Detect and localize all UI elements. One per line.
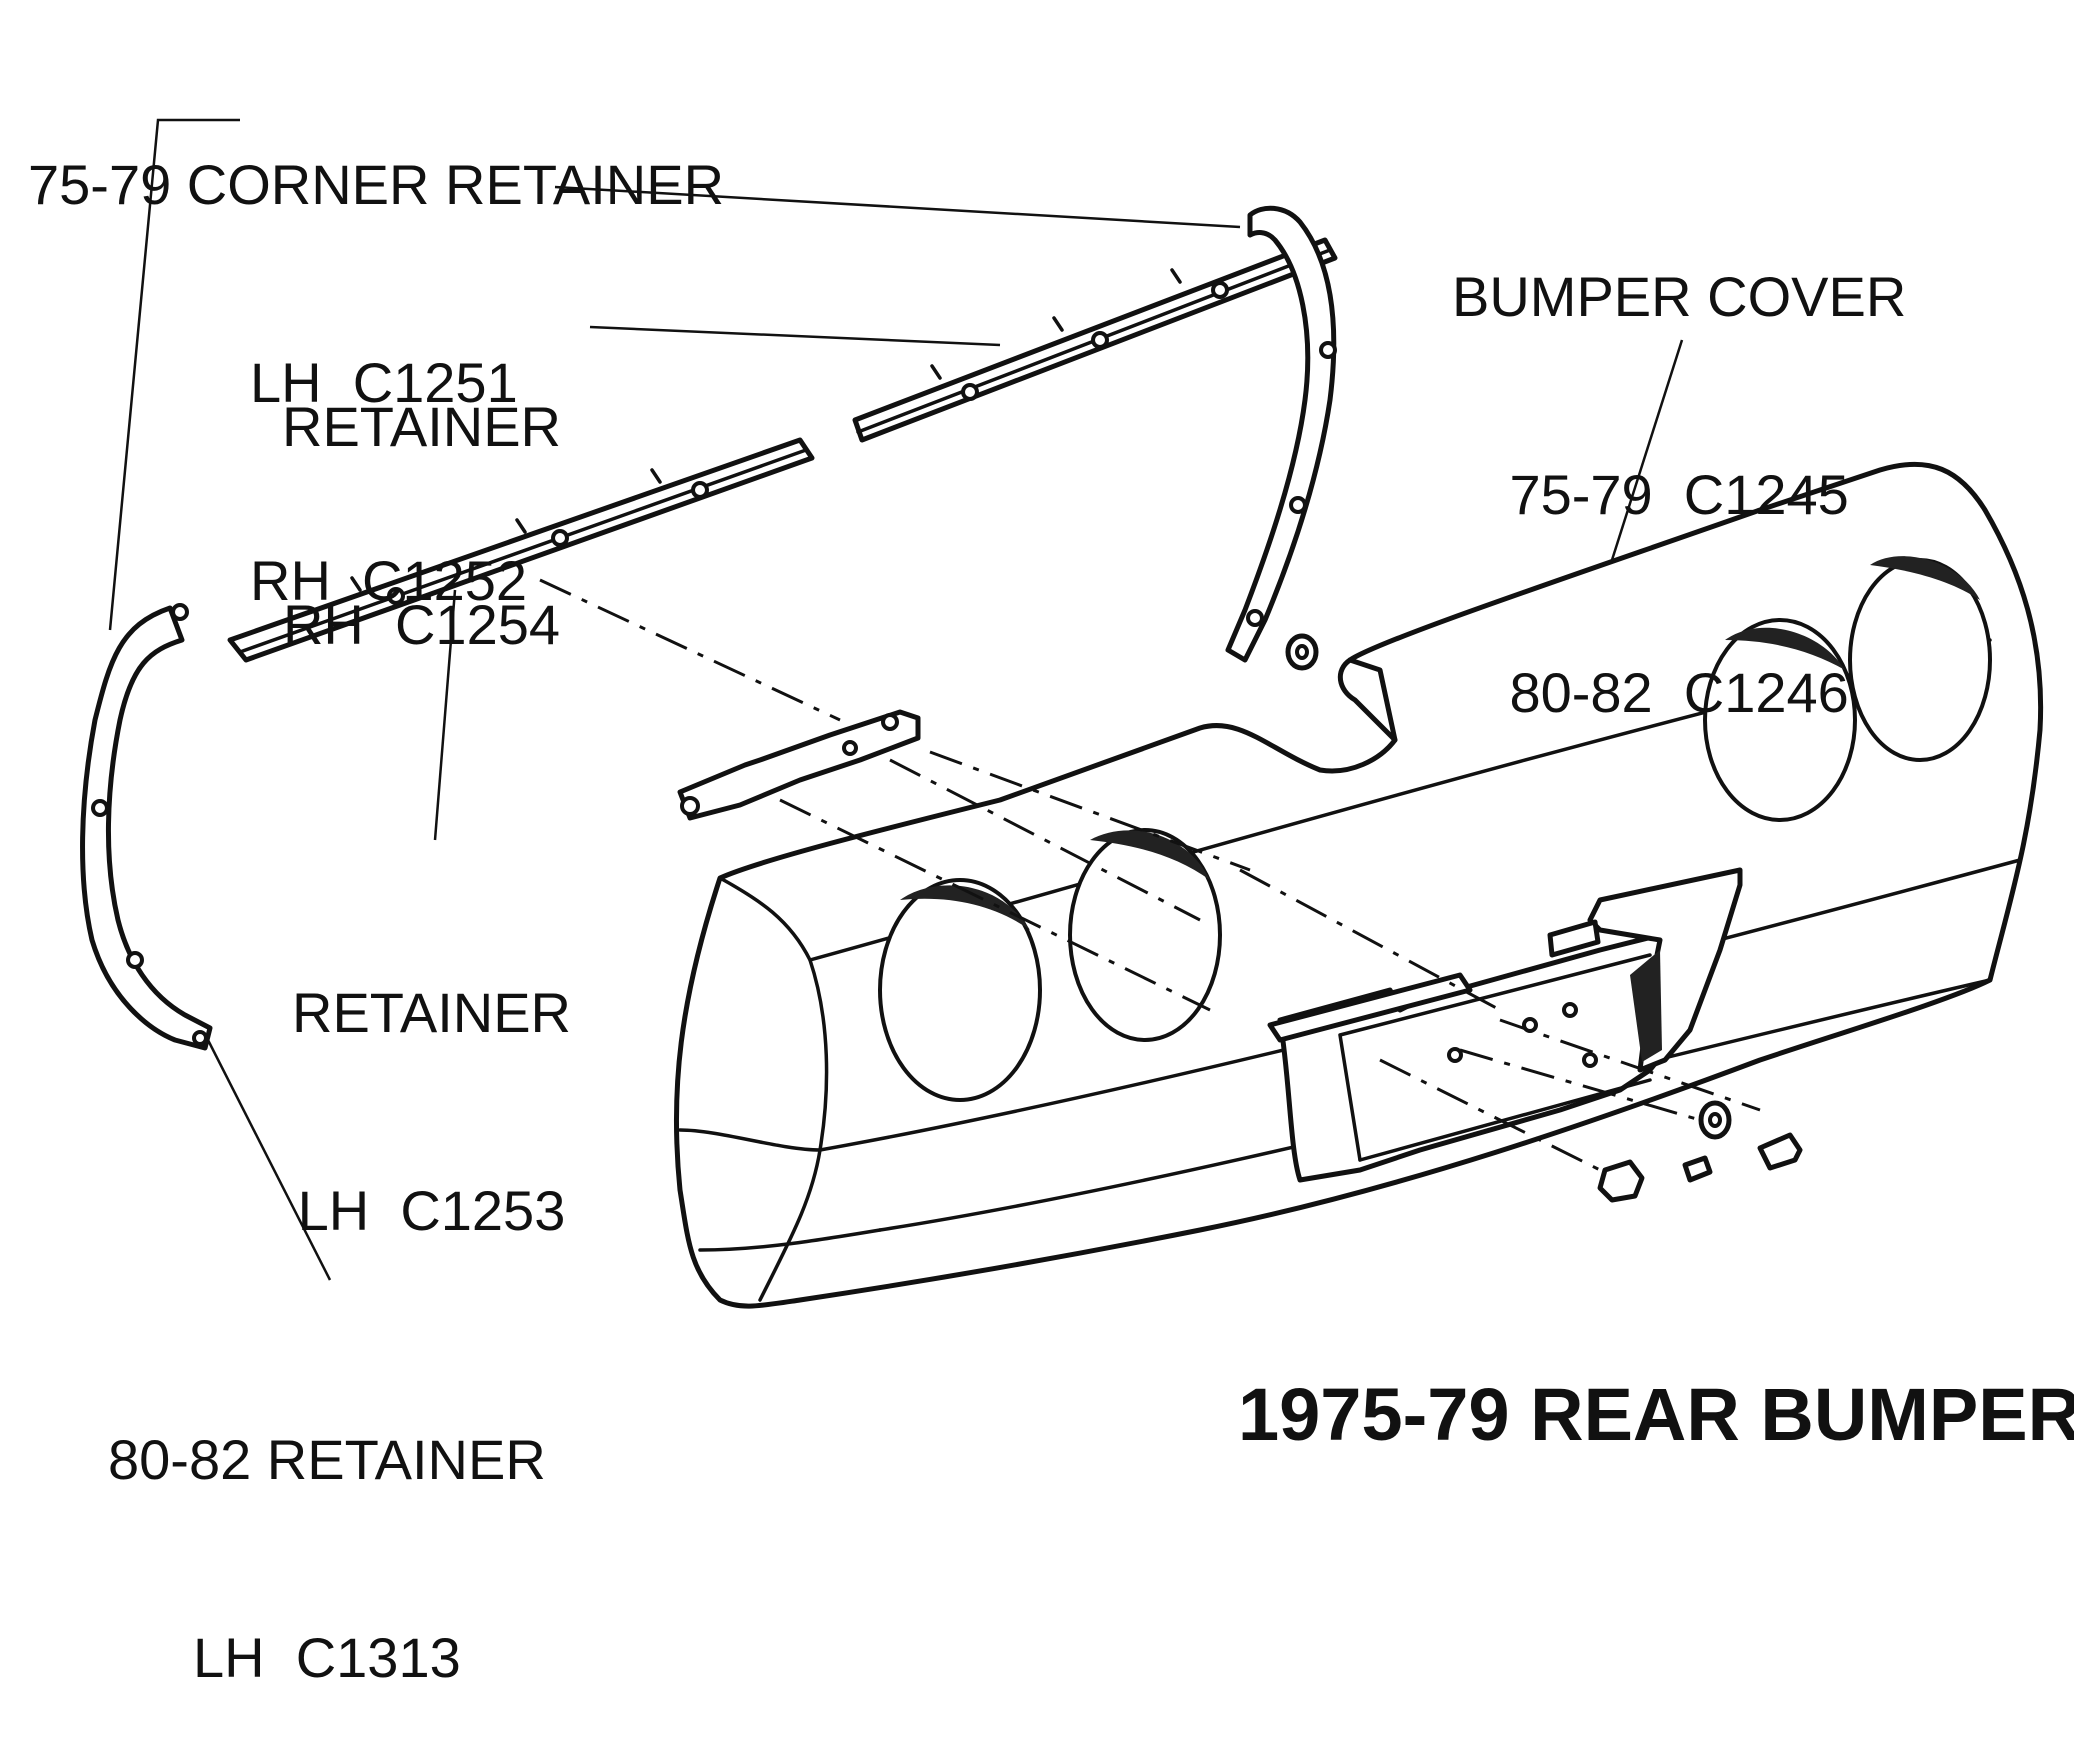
- bumper-cover: [673, 461, 2044, 1309]
- studs: [350, 468, 709, 605]
- label-retainer-80-82: 80-82 RETAINER LH C1313: [108, 1295, 546, 1757]
- alignment-lines: [539, 578, 1761, 1172]
- tail-light-opening: [1068, 828, 1222, 1042]
- leader-bumper-cover: [1610, 339, 1684, 561]
- label-retainer-80-82-line2: LH C1313: [193, 1626, 461, 1689]
- corner-retainer-rh: [1225, 205, 1337, 663]
- label-retainer-rh-line2: RH C1254: [282, 593, 561, 656]
- retainer-rh-c1254: [852, 237, 1338, 443]
- label-corner-retainer-line2: LH C1251: [250, 351, 518, 414]
- leader-corner-retainer-lh: [108, 118, 240, 631]
- bracket: [677, 709, 921, 821]
- label-bumper-cover-line1: BUMPER COVER: [1452, 265, 1907, 328]
- hole: [126, 951, 144, 969]
- label-corner-retainer: 75-79 CORNER RETAINER LH C1251 RH C1252: [28, 20, 724, 680]
- hole: [91, 799, 109, 817]
- hole: [171, 603, 189, 621]
- label-corner-retainer-line1: 75-79 CORNER RETAINER: [28, 153, 725, 216]
- label-retainer-lh-line1: RETAINER: [292, 981, 571, 1044]
- retainer-lh-c1253: [227, 437, 815, 663]
- bolt: [1682, 1155, 1713, 1183]
- label-bumper-cover: BUMPER COVER 75-79 C1245 80-82 C1246: [1452, 132, 1906, 792]
- label-bumper-cover-line3: 80-82 C1246: [1509, 661, 1849, 724]
- studs: [930, 268, 1229, 401]
- leader-corner-retainer-rh: [554, 185, 1241, 229]
- diagram-title: 1975-79 REAR BUMPER: [1238, 1373, 2074, 1456]
- tail-light-opening: [878, 878, 1042, 1102]
- leader-retainer-rh: [589, 325, 1001, 347]
- hole: [1246, 609, 1264, 627]
- label-retainer-rh-line1: RETAINER: [282, 395, 561, 458]
- tail-light-opening: [1703, 618, 1857, 822]
- diagram-canvas: 75-79 CORNER RETAINER LH C1251 RH C1252 …: [28, 20, 2074, 1689]
- corner-retainer-lh: [80, 603, 213, 1051]
- label-retainer-lh-line2: LH C1253: [297, 1179, 566, 1242]
- leader-retainer-lh: [433, 589, 457, 841]
- label-retainer-80-82-line1: 80-82 RETAINER: [108, 1428, 546, 1491]
- label-retainer-lh: RETAINER LH C1253: [292, 848, 571, 1310]
- diagram-drawing: [80, 118, 2044, 1309]
- label-corner-retainer-line3: RH C1252: [250, 549, 528, 612]
- hole: [192, 1030, 208, 1046]
- hole: [1319, 341, 1337, 359]
- hardware: [1447, 1002, 1803, 1203]
- hole: [1289, 496, 1307, 514]
- leader-retainer-80-82: [206, 1039, 332, 1281]
- leader-lines: [108, 118, 1684, 1281]
- small-washer: [1285, 633, 1319, 671]
- label-retainer-rh: RETAINER RH C1254: [282, 262, 561, 724]
- label-bumper-cover-line2: 75-79 C1245: [1509, 463, 1849, 526]
- nut: [1597, 1159, 1645, 1203]
- bolt: [1757, 1132, 1803, 1171]
